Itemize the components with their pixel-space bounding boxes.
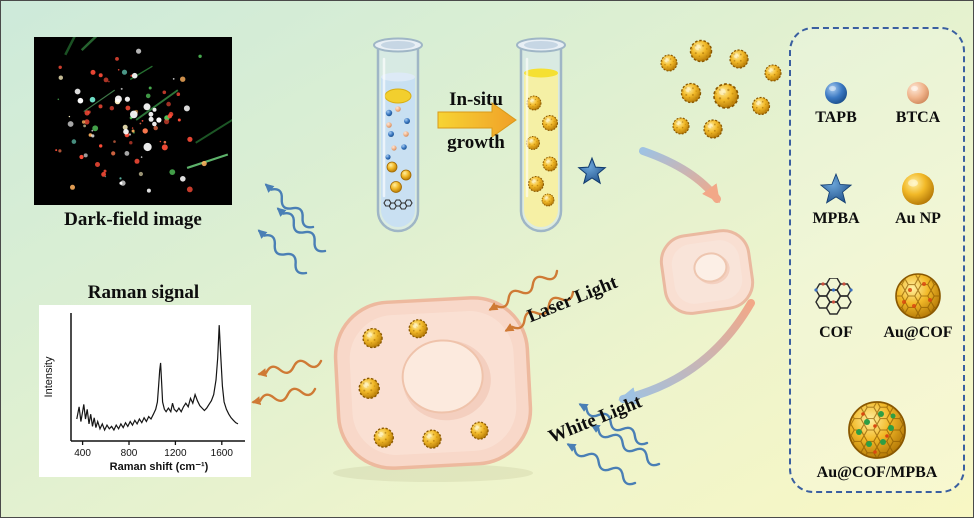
legend-label: TAPB xyxy=(815,109,857,127)
btca-sphere-icon xyxy=(907,82,929,105)
x-axis-label: Raman shift (cm⁻¹) xyxy=(110,461,209,473)
white-light-label: White Light xyxy=(545,391,645,448)
svg-text:800: 800 xyxy=(121,448,138,459)
legend-item-mpba: MPBA xyxy=(795,130,877,231)
growth-label: growth xyxy=(447,132,505,153)
laser-light-label: Laser Light xyxy=(524,271,621,328)
raman-spectrum-line xyxy=(76,325,239,432)
legend-item-cof: COF xyxy=(795,231,877,345)
test-tube-left xyxy=(373,37,423,233)
cell-large xyxy=(333,296,533,470)
dark-field-label: Dark-field image xyxy=(64,209,202,230)
cof-sheet-icon xyxy=(383,199,413,210)
cof-lattice-icon xyxy=(814,277,853,315)
mpba-star-icon xyxy=(819,173,853,204)
dark-field-image xyxy=(34,1,238,205)
legend-label: Au NP xyxy=(895,210,941,228)
cell-small xyxy=(659,229,755,315)
raman-signal-arrows xyxy=(251,359,323,406)
raman-plot: 400 800 1200 1600 Raman shift (cm⁻¹) Intens… xyxy=(39,305,251,477)
legend-label: Au@COF xyxy=(883,323,953,341)
svg-text:1600: 1600 xyxy=(211,448,234,459)
svg-text:1200: 1200 xyxy=(164,448,187,459)
flow-arrow-to-cell-uptake xyxy=(639,147,721,204)
au-at-cof-mpba-sphere-icon xyxy=(848,401,906,459)
au-cof-particle-cluster xyxy=(660,39,782,139)
legend-label: BTCA xyxy=(895,109,941,127)
svg-text:400: 400 xyxy=(74,448,91,459)
raman-signal-label: Raman signal xyxy=(87,282,200,303)
plot-axes xyxy=(70,313,245,442)
mpba-star-icon xyxy=(577,156,607,185)
legend-label: MPBA xyxy=(812,210,860,228)
test-tube-right xyxy=(516,37,566,233)
au-at-cof-sphere-icon xyxy=(895,273,941,319)
legend-item-btca: BTCA xyxy=(877,37,959,130)
legend-item-au-cof-mpba: Au@COF/MPBA xyxy=(795,345,959,485)
x-axis-ticks: 400 800 1200 1600 xyxy=(74,441,233,459)
insitu-label: In-situ xyxy=(449,89,503,110)
au-np-sphere-icon xyxy=(902,173,934,206)
legend-item-tapb: TAPB xyxy=(795,37,877,130)
tapb-sphere-icon xyxy=(825,82,847,105)
dark-field-photo xyxy=(34,1,238,205)
legend-panel: TAPB BTCA MPBA Au NP xyxy=(789,27,965,493)
legend-item-au-cof: Au@COF xyxy=(877,231,959,345)
y-axis-label: Intensity xyxy=(43,356,55,397)
legend-label: COF xyxy=(819,323,853,341)
scattered-light-arrows xyxy=(257,183,327,275)
legend-label: Au@COF/MPBA xyxy=(816,463,938,481)
flow-arrow-to-imaging xyxy=(618,299,755,405)
legend-item-au-np: Au NP xyxy=(877,130,959,231)
